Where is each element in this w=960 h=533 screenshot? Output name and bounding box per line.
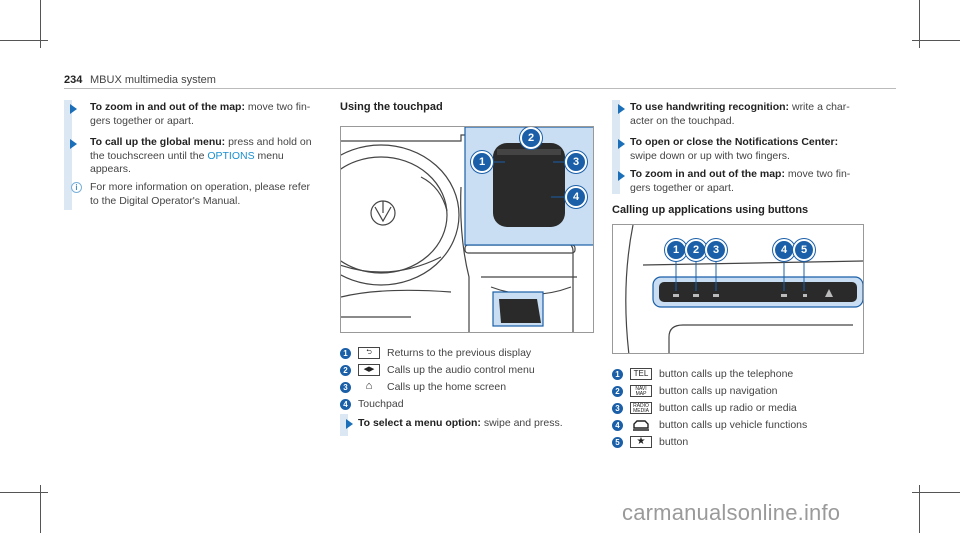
button-panel-drawing: [625, 225, 863, 353]
back-arrow-icon: ⮌: [358, 347, 380, 359]
button-callout-5: 5: [793, 239, 815, 261]
legend-item: 2 ◀▶ Calls up the audio control menu: [340, 364, 535, 376]
left-item-1: To zoom in and out of the map: move two …: [90, 101, 311, 127]
left-item-2: To call up the global menu: press and ho…: [90, 136, 312, 175]
crop-mark: [919, 485, 920, 533]
navi-map-button-icon: NAVI MAP: [630, 385, 652, 397]
legend-item: 1 TEL button calls up the telephone: [612, 368, 793, 380]
audio-skip-icon: ◀▶: [358, 364, 380, 376]
button-callout-3: 3: [705, 239, 727, 261]
right-item-1: To use handwriting recognition: write a …: [630, 101, 850, 127]
left-column-bar: [64, 100, 72, 210]
action-arrow-icon: [346, 419, 353, 429]
page-number: 234: [64, 74, 83, 86]
action-arrow-icon: [70, 104, 77, 114]
buttons-heading: Calling up applications using buttons: [612, 204, 809, 216]
touchpad-heading: Using the touchpad: [340, 101, 443, 113]
callout-4: 4: [565, 186, 587, 208]
crop-mark: [912, 492, 960, 493]
crop-mark: [40, 485, 41, 533]
touchpad-illustration: 1 2 3 4: [340, 126, 594, 333]
info-icon: i: [71, 182, 82, 193]
callout-1: 1: [471, 151, 493, 173]
star-button-icon: ★: [630, 436, 652, 448]
legend-item: 2 NAVI MAP button calls up navigation: [612, 385, 778, 397]
crop-mark: [919, 0, 920, 48]
legend-item: 4 Touchpad: [340, 398, 404, 410]
legend-item: 4 button calls up vehicle functions: [612, 419, 807, 431]
right-item-2: To open or close the Notifications Cente…: [630, 136, 839, 162]
tel-button-icon: TEL: [630, 368, 652, 380]
cockpit-drawing: [341, 127, 593, 332]
options-menu-link: OPTIONS: [207, 149, 255, 162]
callout-3: 3: [565, 151, 587, 173]
buttons-illustration: 1 2 3 4 5: [612, 224, 864, 354]
page-title: MBUX multimedia system: [90, 74, 216, 86]
watermark: carmanualsonline.info: [622, 500, 841, 525]
action-arrow-icon: [618, 104, 625, 114]
action-arrow-icon: [70, 139, 77, 149]
action-arrow-icon: [618, 171, 625, 181]
button-callout-1: 1: [665, 239, 687, 261]
legend-item: 5 ★ button: [612, 436, 688, 448]
button-callout-2: 2: [685, 239, 707, 261]
action-arrow-icon: [618, 139, 625, 149]
right-column-bar: [612, 100, 620, 194]
home-icon: ⌂: [365, 380, 373, 392]
crop-mark: [0, 492, 48, 493]
crop-mark: [912, 40, 960, 41]
radio-media-button-icon: RADIO MEDIA: [630, 402, 652, 414]
crop-mark: [40, 0, 41, 48]
right-item-3: To zoom in and out of the map: move two …: [630, 168, 851, 194]
vehicle-button-icon: [630, 419, 652, 431]
callout-2: 2: [520, 127, 542, 149]
header-divider: [64, 88, 896, 89]
legend-item: 3 RADIO MEDIA button calls up radio or m…: [612, 402, 797, 414]
info-note: For more information on operation, pleas…: [90, 181, 311, 207]
middle-action-bar: [340, 414, 348, 436]
select-menu-option: To select a menu option: swipe and press…: [358, 417, 563, 429]
crop-mark: [0, 40, 48, 41]
button-callout-4: 4: [773, 239, 795, 261]
legend-item: 3 ⌂ Calls up the home screen: [340, 381, 506, 393]
legend-item: 1 ⮌ Returns to the previous display: [340, 347, 531, 359]
